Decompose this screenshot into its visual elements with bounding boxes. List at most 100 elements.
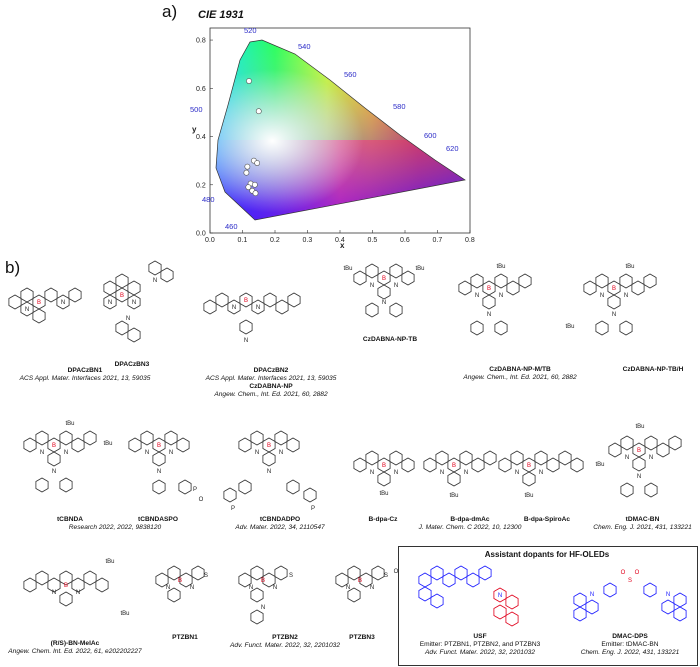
ring [470,320,484,336]
atom-label: B [382,463,386,469]
atom-label: N [649,455,653,461]
caption-tcbndadpo: tCBNDADPO Adv. Mater. 2022, 34, 2110547 [220,516,340,532]
ring [103,294,117,310]
atom-label: B [244,298,248,304]
ring [164,430,178,446]
atom-label: N [261,605,265,611]
ring [471,457,485,473]
ring [127,280,141,296]
ring [167,587,181,603]
x-tick-label: 0.5 [368,237,378,244]
ring [115,287,129,303]
ring [506,280,520,296]
ring [23,437,37,453]
ring [103,280,117,296]
caption-b-dpa-spiroac: B-dpa-SpiroAc [507,516,587,524]
wavelength-label: 480 [202,195,215,204]
ring [215,292,229,308]
ring [115,273,129,289]
atom-label: tBu [524,493,533,499]
atom-label: N [52,590,56,596]
ring [595,320,609,336]
ring [274,565,288,581]
atom-label: O [621,570,626,576]
ring [44,287,58,303]
caption-czdabna-np-tb: CzDABNA-NP-TB [350,336,430,344]
atom-label: N [498,593,502,599]
atom-label: N [169,450,173,456]
ring [498,457,512,473]
caption-ptzbn3: PTZBN3 [332,634,392,642]
caption-dpaczbn2: DPACzBN2 ACS Appl. Mater. Interfaces 202… [196,367,346,399]
x-tick-label: 0.1 [238,237,248,244]
ring [347,587,361,603]
molecule-name: PTZBN1 [172,634,198,641]
atom-label: N [267,469,271,475]
wavelength-label: 580 [393,102,406,111]
reference: Adv. Funct. Mater. 2022, 32, 2201032 [425,649,535,656]
ring [447,471,461,487]
y-tick-label: 0.2 [196,182,206,189]
atom-label: tBu [103,441,112,447]
atom-label: N [499,293,503,299]
ring [127,327,141,343]
reference: Chem. Eng. J. 2022, 431, 133221 [580,649,680,656]
usf-svg: N [418,565,519,627]
atom-label: tBu [415,266,424,272]
ring [160,267,174,283]
ring [482,294,496,310]
atom-label: tBu [65,421,74,427]
atom-label: O [199,497,204,503]
panel-b-label: b) [5,258,21,277]
ring [505,611,519,627]
molecule-name: DPACzBN3 [114,361,150,368]
ring [250,587,264,603]
atom-label: N [64,450,68,456]
ring [430,565,444,581]
ring [668,435,682,451]
ring [632,456,646,472]
caption-b-dpa-dmac: B-dpa-dmAc J. Mater. Chem. C 2022, 10, 1… [410,516,530,532]
atom-label: N [370,470,374,476]
x-tick-label: 0.6 [400,237,410,244]
atom-label: N [440,470,444,476]
ring [223,487,237,503]
atom-label: B [64,583,68,589]
reference: Research 2022, 2022, 9838120 [68,524,162,531]
caption-usf: USF Emitter: PTZBN1, PTZBN2, and PTZBN3 … [400,633,560,657]
reference: Chem. Eng. J. 2021, 431, 133221 [593,524,692,531]
molecule-name: DPACzBN2 [253,367,289,374]
ring [454,565,468,581]
atom-label: S [384,573,388,579]
atom-label: N [256,305,260,311]
ring [47,451,61,467]
reference-2: Angew. Chem., Int. Ed. 2021, 60, 2882 [214,391,328,398]
atom-label: S [628,578,632,584]
data-point [251,181,258,188]
ring [59,570,73,586]
atom-label: B [37,300,41,306]
data-points [243,78,262,197]
ring [250,609,264,625]
wavelength-label: 620 [446,144,459,153]
assistant-dopants-title: Assistant dopants for HF-OLEDs [484,550,610,559]
atom-label: tBu [449,493,458,499]
y-axis-label: y [192,125,197,134]
caption-dmac-dps: DMAC-DPS Emitter: tDMAC-BN Chem. Eng. J.… [565,633,695,657]
caption-ref-research: Research 2022, 2022, 9838120 [25,524,205,532]
atom-label: N [157,469,161,475]
ring [423,457,437,473]
ring [518,273,532,289]
ring [68,287,82,303]
wavelength-label: 500 [190,105,203,114]
wavelength-label: 460 [225,222,238,231]
atom-label: O [635,570,640,576]
